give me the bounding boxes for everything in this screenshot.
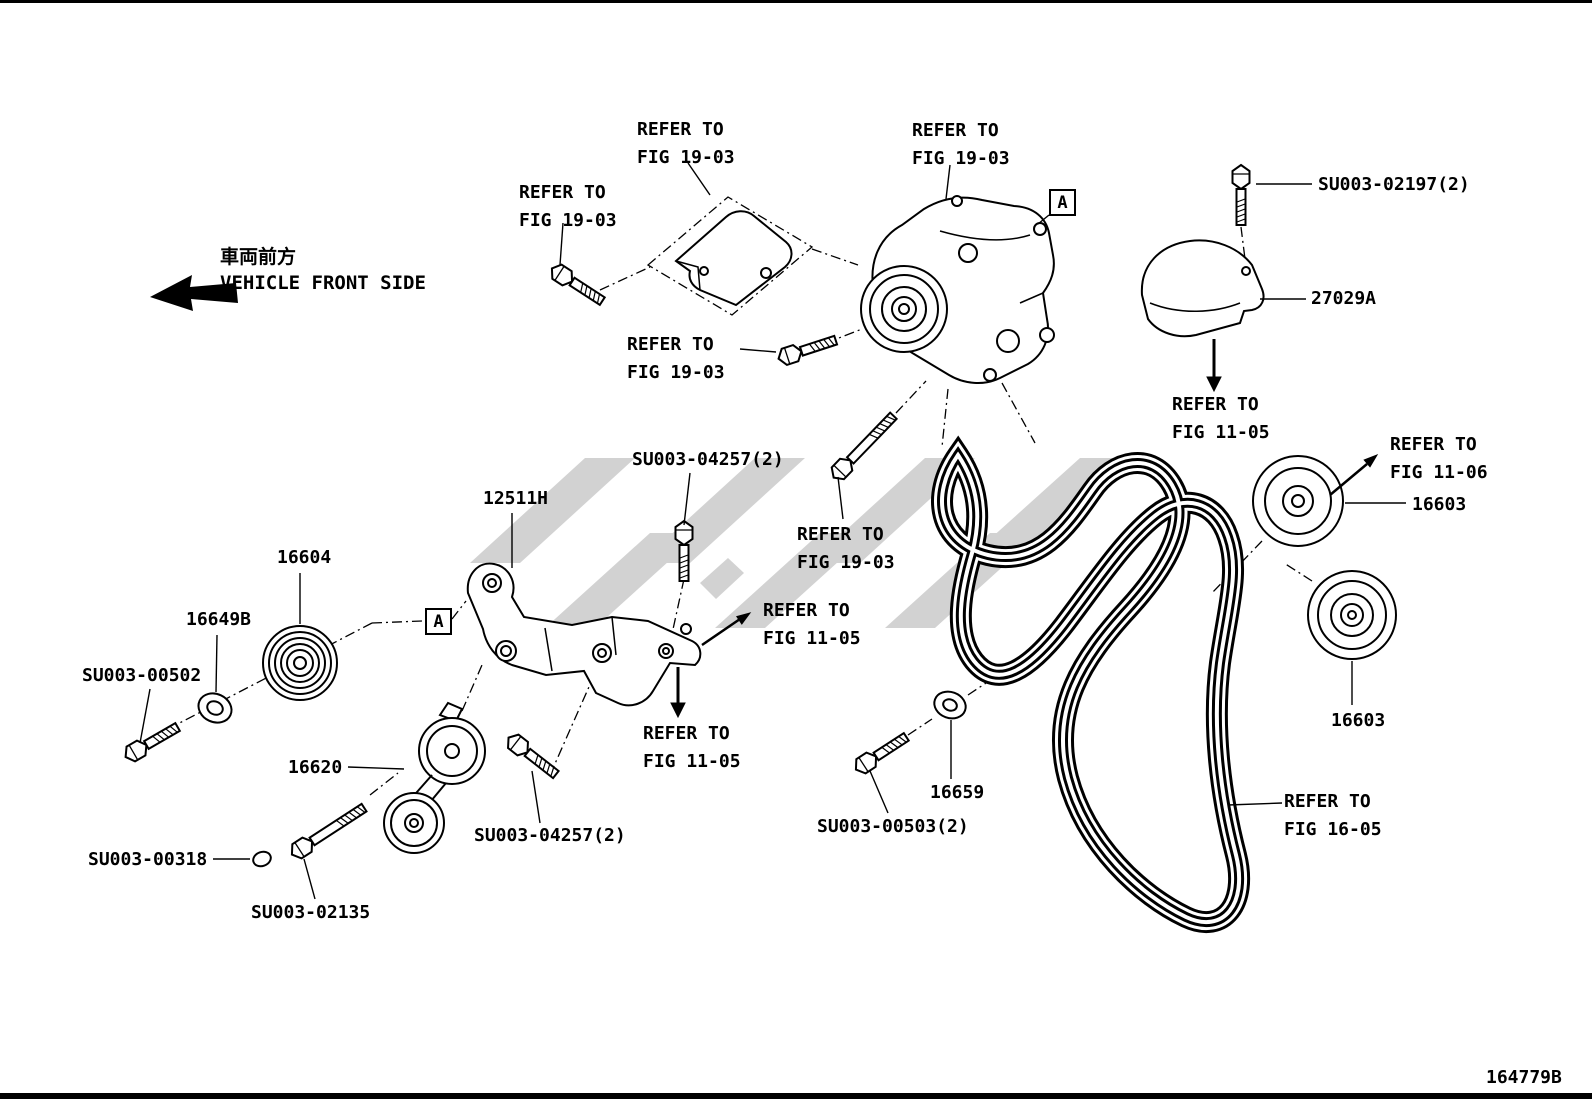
detail-marker-a-bracket: A (425, 608, 452, 635)
part-label-16620: 16620 (288, 757, 343, 778)
cover-drawing (674, 210, 793, 307)
belt-drawing (931, 435, 1251, 933)
refer-callout-long-bolt: REFER TO FIG 19-03 (797, 524, 895, 573)
vehicle-front-arrow (150, 275, 238, 311)
part-label-16649b: 16649B (186, 609, 252, 630)
vehicle-front-note: 車両前方 VEHICLE FRONT SIDE (220, 244, 426, 296)
refer-callout-27029a: REFER TO FIG 11-05 (1172, 394, 1270, 443)
refer-callout-bracket-right: REFER TO FIG 11-05 (763, 600, 861, 649)
refer-callout-alternator: REFER TO FIG 19-03 (912, 120, 1010, 169)
refer-callout-left-bolt: REFER TO FIG 19-03 (519, 182, 617, 231)
bolt-refer-19-03-mid-drawing (774, 331, 840, 368)
part-label-su003-00502: SU003-00502 (82, 665, 202, 686)
bracket-12511h-drawing (466, 562, 702, 707)
refer-callout-belt: REFER TO FIG 16-05 (1284, 791, 1382, 840)
alternator-drawing (860, 195, 1055, 384)
vehicle-front-note-en: VEHICLE FRONT SIDE (220, 272, 426, 294)
doc-number: 164779B (1486, 1067, 1562, 1088)
leader-lines (139, 162, 1406, 900)
vehicle-front-note-jp: 車両前方 (220, 246, 297, 268)
washer-16649b-drawing (197, 692, 233, 724)
refer-callout-bracket-down: REFER TO FIG 11-05 (643, 723, 741, 772)
part-label-su003-00503: SU003-00503(2) (817, 816, 969, 837)
detail-marker-a-alternator: A (1049, 189, 1076, 216)
washer-16659-drawing (933, 690, 967, 720)
part-label-27029a: 27029A (1311, 288, 1377, 309)
part-27029a-drawing (1140, 239, 1265, 338)
diagram-line-art (120, 162, 1406, 933)
part-label-su003-02135: SU003-02135 (251, 902, 371, 923)
refer-callout-idler: REFER TO FIG 11-06 (1390, 434, 1488, 483)
part-label-su003-04257-top: SU003-04257(2) (632, 449, 784, 470)
part-label-12511h: 12511H (483, 488, 549, 509)
bolt-su003-00503-drawing (850, 728, 912, 778)
part-label-su003-00318: SU003-00318 (88, 849, 208, 870)
part-label-su003-04257-bottom: SU003-04257(2) (474, 825, 626, 846)
bolt-su003-02135-drawing (286, 799, 370, 863)
refer-callout-cover: REFER TO FIG 19-03 (637, 119, 735, 168)
tensioner-16620-drawing (383, 701, 486, 854)
refer-callout-mid-bolt: REFER TO FIG 19-03 (627, 334, 725, 383)
bolt-su003-02197-drawing (1231, 164, 1251, 226)
bolt-refer-19-03-long-drawing (826, 408, 901, 485)
idler-16603-bottom-drawing (1307, 570, 1397, 660)
part-label-16659: 16659 (930, 782, 985, 803)
part-label-su003-02197: SU003-02197(2) (1318, 174, 1470, 195)
bolt-su003-00502-drawing (120, 718, 183, 766)
bolt-refer-19-03-left-drawing (546, 260, 608, 310)
idler-16603-top-drawing (1252, 455, 1344, 547)
part-label-16603-bottom: 16603 (1331, 710, 1386, 731)
part-label-16603-top: 16603 (1412, 494, 1467, 515)
pulley-16604-drawing (262, 625, 338, 701)
part-label-16604: 16604 (277, 547, 332, 568)
cap-su003-00318-drawing (252, 850, 272, 868)
pointer-arrows (670, 339, 1379, 719)
